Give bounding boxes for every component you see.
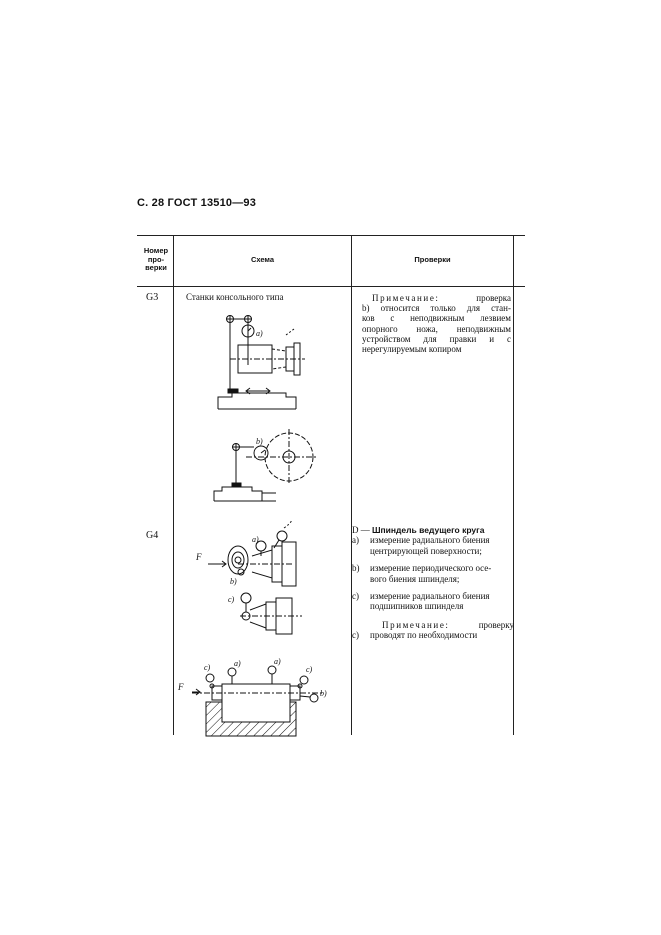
table-top-rule	[137, 235, 525, 236]
checks-g4: D — Шпиндель ведущего круга a) измерение…	[352, 525, 514, 641]
svg-text:F: F	[195, 552, 202, 562]
section-title: Шпиндель ведущего круга	[372, 525, 485, 535]
svg-text:b): b)	[230, 577, 237, 586]
note-label: Примечание:	[372, 293, 440, 303]
header-scheme: Схема	[250, 255, 275, 264]
header-number: Номер про- верки	[143, 246, 169, 273]
note-g3: Примечание: проверка b) относится только…	[362, 293, 511, 355]
page-header: С. 28 ГОСТ 13510—93	[137, 197, 257, 209]
svg-text:c): c)	[204, 663, 211, 672]
label-a: a)	[256, 329, 263, 338]
scheme-caption-g3: Станки консольного типа	[186, 292, 284, 302]
g3-figure-side-view: a)	[217, 315, 305, 410]
table-header-rule	[137, 286, 525, 287]
svg-text:c): c)	[306, 665, 313, 674]
column-divider-3	[513, 235, 514, 735]
note-label-g4: Примечание:	[382, 619, 450, 630]
g4-figure-bearing-check: c)	[228, 592, 302, 635]
svg-text:a): a)	[252, 535, 259, 544]
label-b: b)	[256, 437, 263, 446]
svg-text:a): a)	[234, 659, 241, 668]
column-divider-2	[351, 235, 352, 735]
svg-text:F: F	[177, 682, 184, 692]
header-checks: Проверки	[414, 255, 451, 264]
svg-text:a): a)	[274, 657, 281, 666]
g3-figure-wheel-view: b)	[213, 429, 318, 502]
row-number-g3: G3	[146, 292, 159, 303]
note-word: проверка	[476, 293, 511, 303]
svg-text:b): b)	[320, 689, 327, 698]
column-divider-1	[173, 235, 174, 735]
row-number-g4: G4	[146, 530, 159, 541]
g4-figure-spindle-housing: c) a) a) c) b) F	[177, 657, 327, 737]
svg-text:c): c)	[228, 595, 235, 604]
g4-figure-spindle-nose: F a) b)	[195, 519, 297, 587]
